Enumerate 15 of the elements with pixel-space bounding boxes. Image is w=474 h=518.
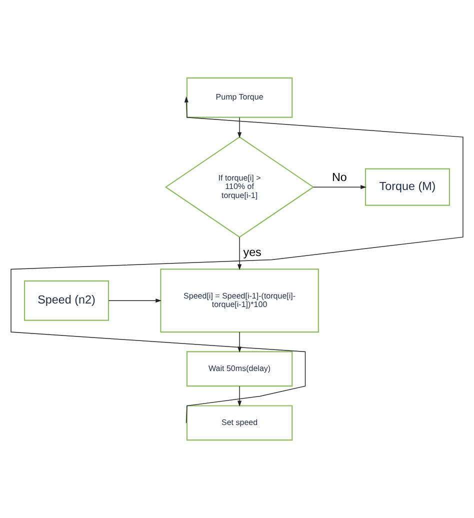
node-box: Speed[i] = Speed[i-1]-(torque[i]- torque[i-1])*100 — [160, 268, 319, 333]
arrow — [108, 298, 162, 303]
arrow — [238, 117, 242, 138]
node-box: Set speed — [186, 405, 293, 441]
arrow — [313, 185, 366, 190]
arrow — [238, 236, 242, 270]
arrow — [10, 96, 464, 424]
arrow — [238, 386, 242, 407]
node-diamond: If torque[i] > 110% of torque[i-1] — [164, 136, 314, 238]
node-box: Pump Torque — [186, 77, 293, 118]
edge-label: No — [332, 171, 347, 184]
node-box: Wait 50ms(delay) — [186, 351, 293, 387]
edge-label: yes — [243, 246, 262, 259]
node-box: Torque (M) — [364, 168, 450, 206]
node-box: Speed (n2) — [24, 280, 110, 321]
